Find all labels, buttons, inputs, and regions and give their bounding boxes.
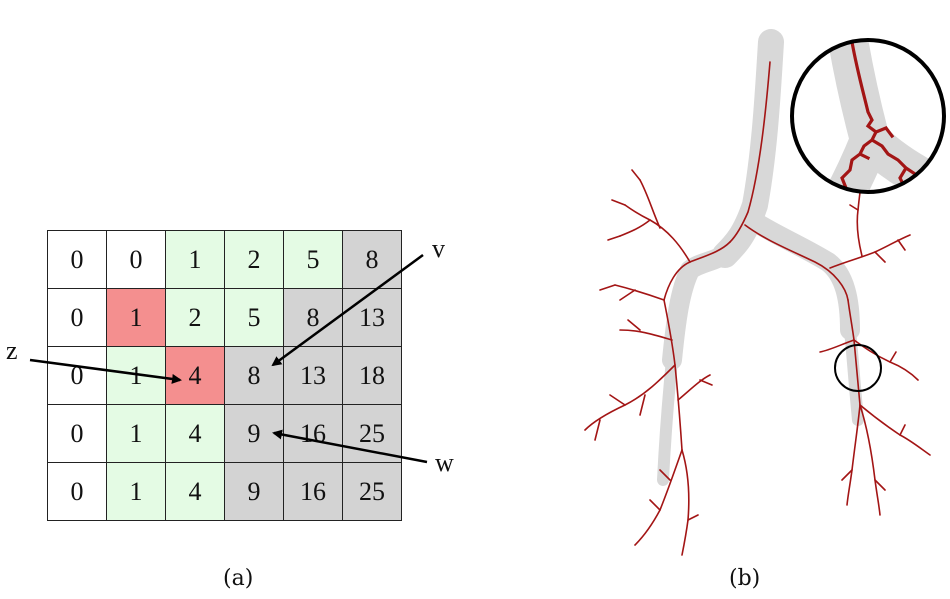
grid-cell: 18 [342,346,402,405]
zoom-centerline [840,40,944,192]
grid-cell: 13 [283,346,343,405]
grid-cell: 4 [165,462,225,521]
grid-cell: 5 [224,288,284,347]
grid-cell: 25 [342,462,402,521]
grid-cell: 4 [165,346,225,405]
grid-cell: 0 [47,346,107,405]
grid-cell: 16 [283,462,343,521]
grid-cell: 1 [106,346,166,405]
grid-cell: 2 [165,288,225,347]
grid-cell: 13 [342,288,402,347]
caption-a: (a) [223,566,254,591]
arrow-w [272,429,428,464]
grid-cell: 16 [283,404,343,463]
arrow-z [29,358,182,384]
highlight-circle [834,344,882,392]
grid-cell: 0 [47,230,107,289]
zoom-inset [790,38,946,194]
grid-cell: 0 [47,288,107,347]
grid-row: 01481318 [47,346,402,405]
grid-cell: 1 [106,462,166,521]
label-v: v [432,234,445,263]
grid-cell: 8 [224,346,284,405]
grid-cell: 0 [47,404,107,463]
centerline-skeleton [584,61,931,556]
arrow-v [271,253,424,367]
label-z: z [6,336,18,365]
label-w: w [435,448,454,477]
grid-cell: 0 [47,462,107,521]
distance-grid: 0012580125813014813180149162501491625 [47,230,402,521]
caption-b: (b) [729,566,761,591]
grid-cell: 1 [106,404,166,463]
grid-cell: 5 [283,230,343,289]
grid-cell: 1 [106,288,166,347]
